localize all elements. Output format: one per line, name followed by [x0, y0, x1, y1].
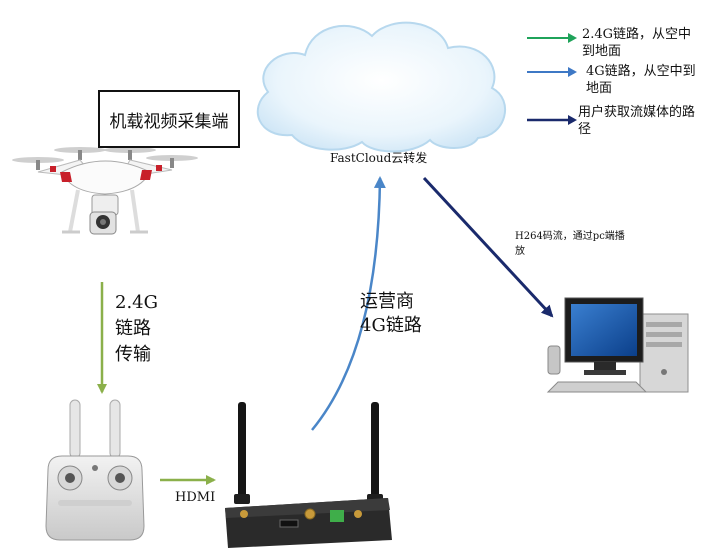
- legend-arrow-4g-icon: [527, 67, 577, 77]
- legend-item-2-4g: 2.4G链路，从空中到地面: [582, 27, 692, 59]
- legend-arrow-stream-icon: [527, 115, 577, 125]
- operator-label: 运营商 4G链路: [360, 290, 422, 338]
- cloud-label: FastCloud云转发: [330, 151, 428, 165]
- downlink-label-line: 链路: [115, 318, 151, 339]
- operator-4g-arrow: [311, 176, 386, 431]
- operator-label-line: 运营商: [360, 291, 414, 312]
- onboard-capture-label: 机载视频采集端: [109, 111, 229, 132]
- drone-icon: [12, 147, 198, 235]
- cloud-icon: [256, 21, 507, 153]
- downlink-label-line: 传输: [115, 344, 151, 365]
- stream-label: H264码流，通过pc端播放: [515, 231, 625, 257]
- downlink-label-line: 2.4G: [115, 292, 159, 313]
- pc-icon: [546, 297, 689, 393]
- downlink-label: 2.4G 链路 传输: [115, 290, 175, 368]
- legend-item-4g: 4G链路，从空中到地面: [586, 64, 696, 96]
- legend-item-stream: 用户获取流媒体的路径: [578, 105, 696, 137]
- encoder-box-icon: [225, 402, 392, 548]
- hdmi-label: HDMI: [175, 490, 216, 505]
- stream-arrow: [422, 176, 554, 318]
- operator-label-line: 4G链路: [360, 315, 422, 336]
- remote-controller-icon: [45, 399, 145, 541]
- legend-arrow-2-4g-icon: [527, 33, 577, 43]
- onboard-capture-box: 机载视频采集端: [98, 90, 240, 148]
